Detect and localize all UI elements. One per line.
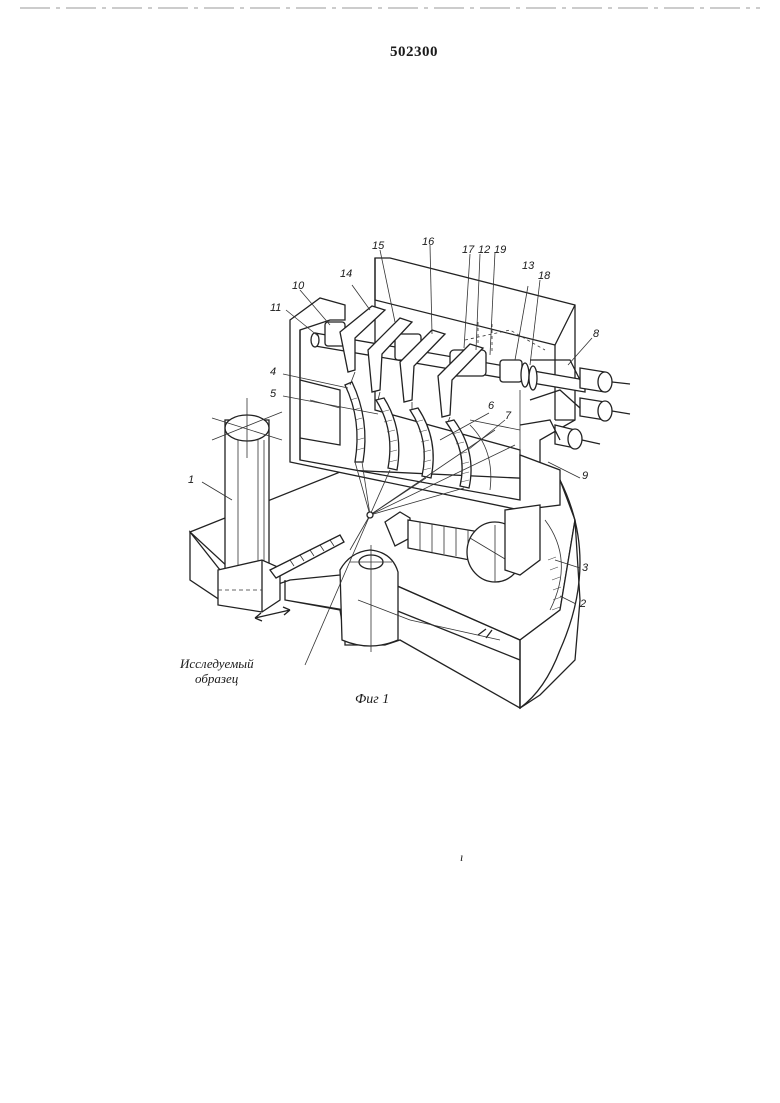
label-17: 17 <box>462 244 474 256</box>
label-8: 8 <box>593 328 599 340</box>
label-10: 10 <box>292 280 304 292</box>
label-2: 2 <box>580 598 586 610</box>
label-13: 13 <box>522 260 534 272</box>
figure-caption: Фиг 1 <box>355 692 389 708</box>
label-7: 7 <box>505 410 511 422</box>
label-15: 15 <box>372 240 384 252</box>
label-18: 18 <box>538 270 550 282</box>
sample-caption-line1: Исследуемый <box>180 656 254 671</box>
label-14: 14 <box>340 268 352 280</box>
label-6: 6 <box>488 400 494 412</box>
label-9: 9 <box>582 470 588 482</box>
sample-caption-line2: образец <box>195 671 238 686</box>
label-4: 4 <box>270 366 276 378</box>
label-16: 16 <box>422 236 434 248</box>
label-3: 3 <box>582 562 588 574</box>
label-19: 19 <box>494 244 506 256</box>
label-1: 1 <box>188 474 194 486</box>
stray-mark: ı <box>460 850 463 865</box>
label-11: 11 <box>270 302 281 314</box>
label-5: 5 <box>270 388 276 400</box>
label-12: 12 <box>478 244 490 256</box>
